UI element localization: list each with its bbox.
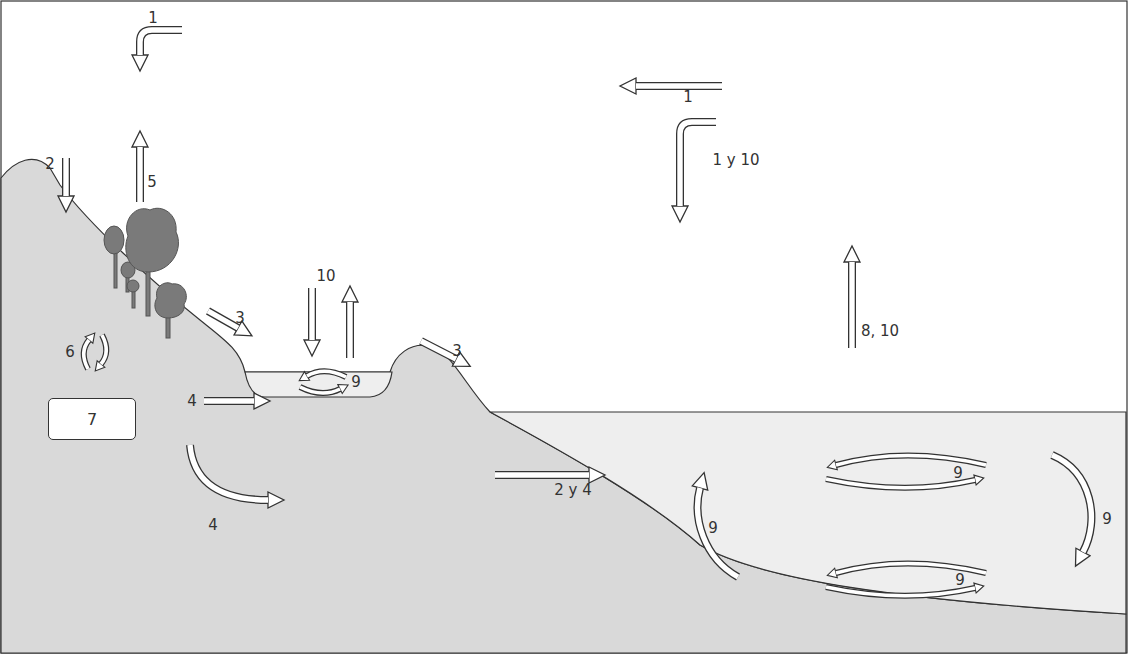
label-box: 7 xyxy=(48,398,136,440)
callout-number: 4 xyxy=(208,518,218,533)
callout-number: 9 xyxy=(953,466,963,481)
callout-number: 1 y 10 xyxy=(712,153,759,168)
sea xyxy=(490,412,1126,614)
callout-number: 4 xyxy=(187,394,197,409)
flow-arrows xyxy=(66,30,1091,596)
callout-number: 5 xyxy=(147,175,157,190)
callout-number: 9 xyxy=(351,375,361,390)
land xyxy=(1,159,1126,653)
callout-number: 1 xyxy=(148,11,158,26)
callout-number: 8, 10 xyxy=(861,324,899,339)
callout-number: 9 xyxy=(955,573,965,588)
callout-number: 9 xyxy=(708,521,718,536)
trees xyxy=(104,208,186,338)
callout-number: 3 xyxy=(235,311,245,326)
callout-number: 10 xyxy=(316,269,335,284)
callout-number: 2 y 4 xyxy=(554,483,592,498)
callout-number: 3 xyxy=(452,344,462,359)
callout-number: 2 xyxy=(45,157,55,172)
callout-number: 6 xyxy=(65,345,75,360)
box-label: 7 xyxy=(87,410,97,429)
lake xyxy=(245,372,392,397)
callout-number: 9 xyxy=(1102,512,1112,527)
callout-number: 1 xyxy=(683,90,693,105)
